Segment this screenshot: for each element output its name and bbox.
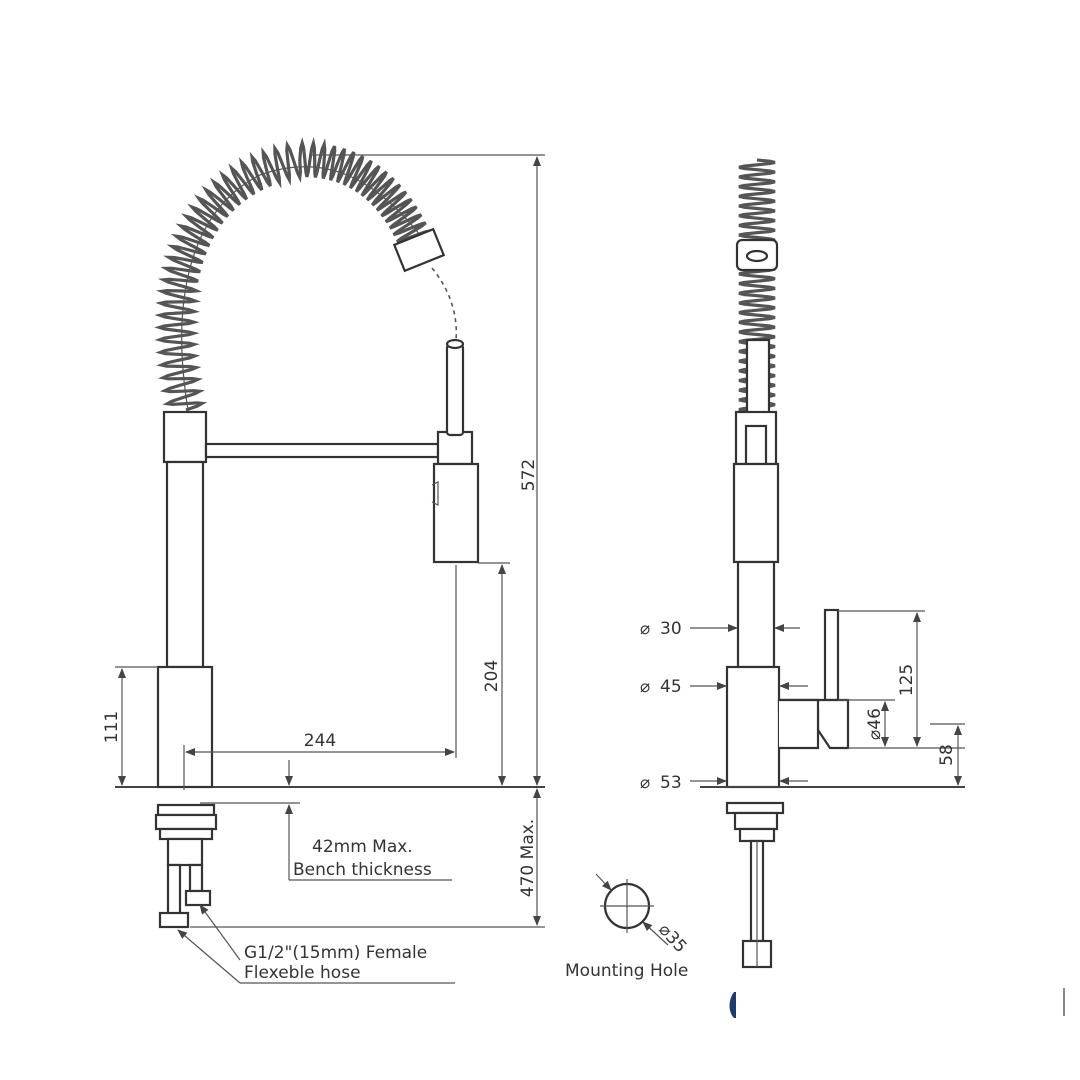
dim-value-46: 46 [865,708,885,730]
lock-nut-2 [154,813,218,831]
shank [166,837,204,867]
dim-label-46: ⌀46 [865,708,885,740]
dim-label-204: 204 [482,660,502,692]
bench-note-line2: Bench thickness [293,860,432,880]
hose-nut-left [158,911,190,929]
spray-head [392,227,446,273]
dim-label-125: 125 [897,664,917,696]
mounting-hole-view: ⌀35 Mounting Hole [565,873,690,981]
spring-coil-front [154,136,431,412]
hose-right [188,863,204,893]
side-holder-inner [744,424,768,466]
spray-holder-body [432,462,480,564]
spring-coil-side [738,158,776,414]
base-body [156,665,214,789]
dim-label-470: 470 Max. [518,819,538,897]
side-spray-button [745,249,769,263]
hose-path-dashed [431,267,458,341]
bench-note-line1: 42mm Max. [312,837,413,857]
dim-symbol-30: ⌀ [640,619,650,639]
spray-wand-tip [445,338,465,350]
hose-leader-1 [177,929,241,984]
lock-nut-3 [158,827,214,841]
spray-holder-top [436,430,474,466]
hose-nut-right [184,889,212,907]
mounting-hole-dia-label: ⌀35 [654,920,690,957]
dim-symbol-45: ⌀ [640,677,650,697]
side-handle-lever [823,608,840,702]
edge-mark-left [729,992,736,1018]
hose-note-line2: Flexeble hose [244,963,361,983]
dim-symbol-46: ⌀ [865,730,885,740]
dim-label-58: 58 [937,744,957,766]
lock-nut-1 [156,803,216,817]
side-column-tube [736,560,776,669]
hose-leader-2 [199,904,241,961]
mounting-hole-label: Mounting Hole [565,961,688,981]
side-handle-neck [779,698,820,750]
side-upper-body [732,462,780,564]
mounting-hole-arrow-out [642,921,669,946]
dim-symbol-53: ⌀ [640,773,650,793]
hose-left [166,863,182,917]
dim-label-53: 53 [660,773,682,793]
side-nut-3 [738,827,776,843]
side-base-body [725,665,781,789]
dim-label-572: 572 [519,459,539,491]
dim-label-111: 111 [102,711,122,743]
spout-arm [204,442,440,459]
side-nut-1 [725,801,785,815]
mounting-hole-arrow-in [595,873,612,891]
column-tube [165,460,205,669]
spring-outline-inner [181,166,421,411]
column-collar [162,410,208,464]
dim-label-45: 45 [660,677,682,697]
spray-holder-detail [431,481,439,506]
side-nut-2 [733,811,779,831]
hose-note-line1: G1/2"(15mm) Female [244,943,427,963]
side-view: ⌀ 30 ⌀ 45 ⌀ 53 ⌀46 125 58 [640,158,965,969]
dim-label-30: 30 [660,619,682,639]
front-view: 572 204 244 111 470 Max. 42mm Max. Bench… [102,136,545,984]
side-spray-wand [745,338,771,422]
dim-label-244: 244 [304,731,336,751]
spray-wand [445,343,465,437]
